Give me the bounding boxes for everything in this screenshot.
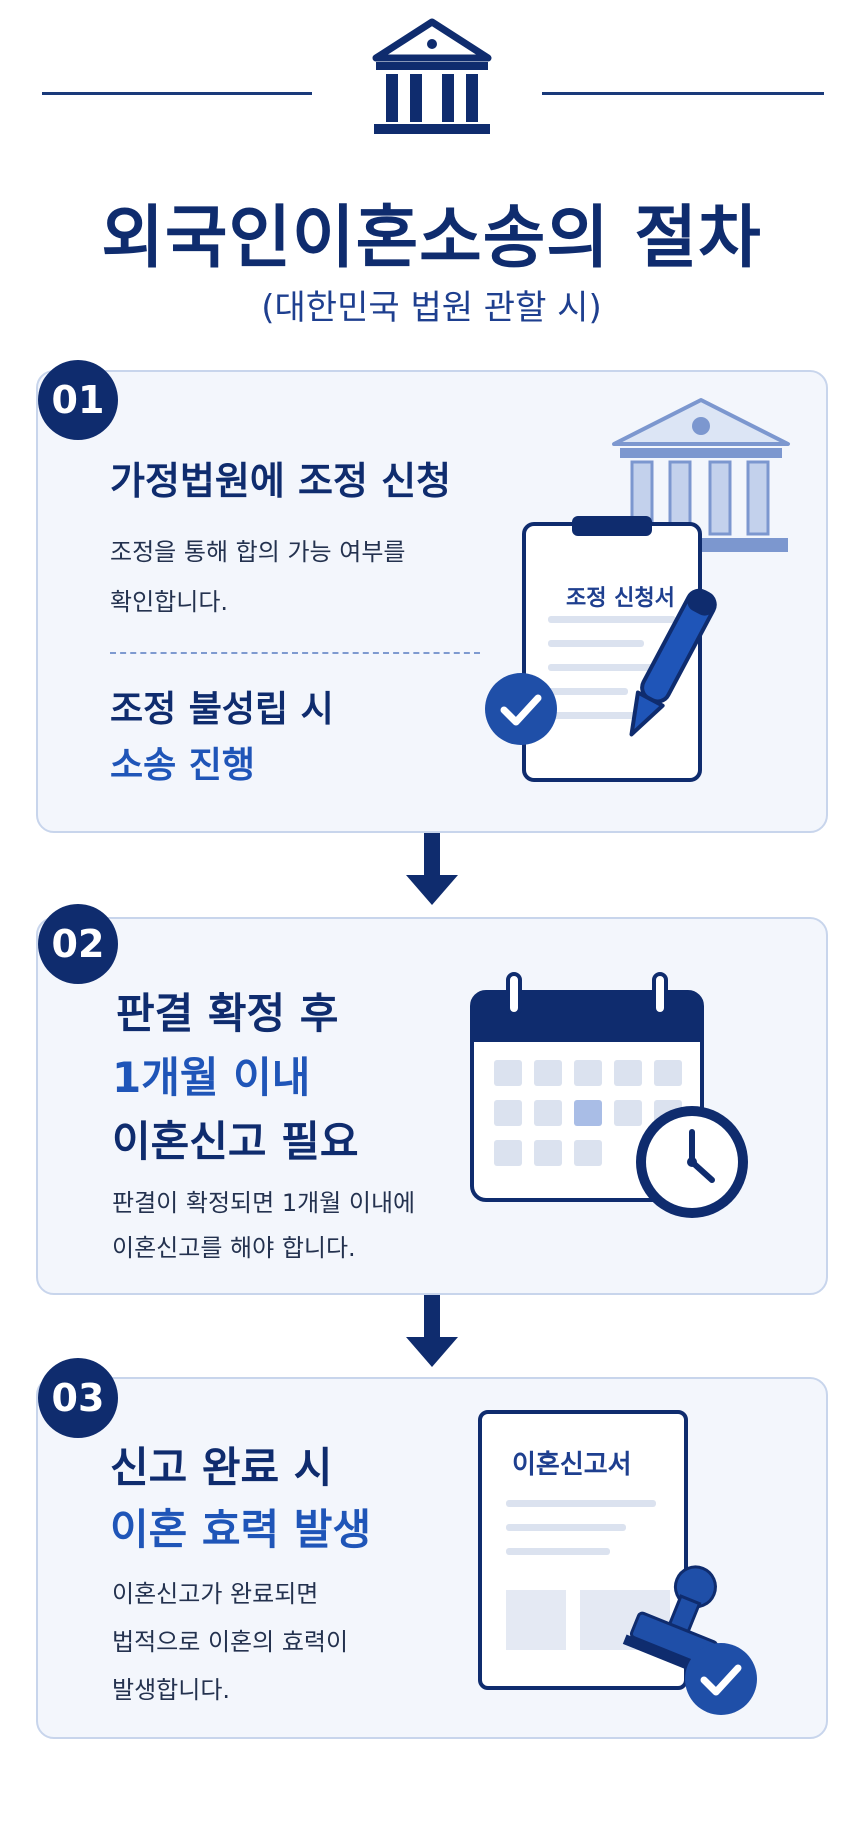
divorce-report-document-icon (478, 1410, 688, 1690)
step-card-2 (36, 917, 828, 1295)
step-1-desc-line1: 조정을 통해 합의 가능 여부를 (110, 538, 406, 566)
page-subtitle: (대한민국 법원 관할 시) (261, 288, 602, 328)
page-title: 외국인이혼소송의 절차 (101, 199, 762, 278)
application-document-icon (522, 516, 702, 782)
down-arrow-icon (406, 1295, 458, 1367)
divorce-report-document-title: 이혼신고서 (512, 1450, 632, 1480)
step-2-heading-line3: 이혼신고 필요 (112, 1117, 359, 1166)
step-2-desc-line2: 이혼신고를 해야 합니다. (112, 1234, 356, 1262)
step-badge-1: 01 (38, 360, 118, 440)
pen-icon (629, 588, 717, 737)
header-divider-right (542, 92, 824, 95)
calendar-icon (470, 972, 748, 1218)
step-3-desc-line1: 이혼신고가 완료되면 (112, 1580, 319, 1608)
check-icon (685, 1643, 757, 1715)
step-1-note-line1: 조정 불성립 시 (110, 689, 334, 730)
step-2-heading-line1: 판결 확정 후 (116, 989, 339, 1038)
step-1-desc-line2: 확인합니다. (110, 588, 229, 616)
step-1-heading: 가정법원에 조정 신청 (110, 459, 452, 503)
clock-icon (636, 1106, 748, 1218)
step-1-divider (110, 652, 480, 654)
header: 외국인이혼소송의 절차 (대한민국 법원 관할 시) (0, 0, 863, 360)
step-1-illustration: 조정 신청서 (485, 392, 800, 792)
step-badge-3: 03 (38, 1358, 118, 1438)
step-3-heading-line1: 신고 완료 시 (110, 1443, 333, 1492)
application-document-title: 조정 신청서 (566, 586, 675, 611)
step-3-desc-line3: 발생합니다. (112, 1676, 231, 1704)
step-3-illustration: 이혼신고서 (476, 1408, 776, 1715)
down-arrow-icon (406, 833, 458, 905)
step-3-desc-line2: 법적으로 이혼의 효력이 (112, 1628, 349, 1656)
courthouse-icon (372, 18, 492, 134)
step-2-desc-line1: 판결이 확정되면 1개월 이내에 (112, 1189, 416, 1217)
check-icon (485, 673, 557, 745)
step-2-heading-line2: 1개월 이내 (112, 1053, 311, 1102)
step-3-heading-line2: 이혼 효력 발생 (110, 1505, 372, 1554)
step-1-note-line2: 소송 진행 (110, 745, 256, 786)
step-badge-2: 02 (38, 904, 118, 984)
header-divider-left (42, 92, 312, 95)
